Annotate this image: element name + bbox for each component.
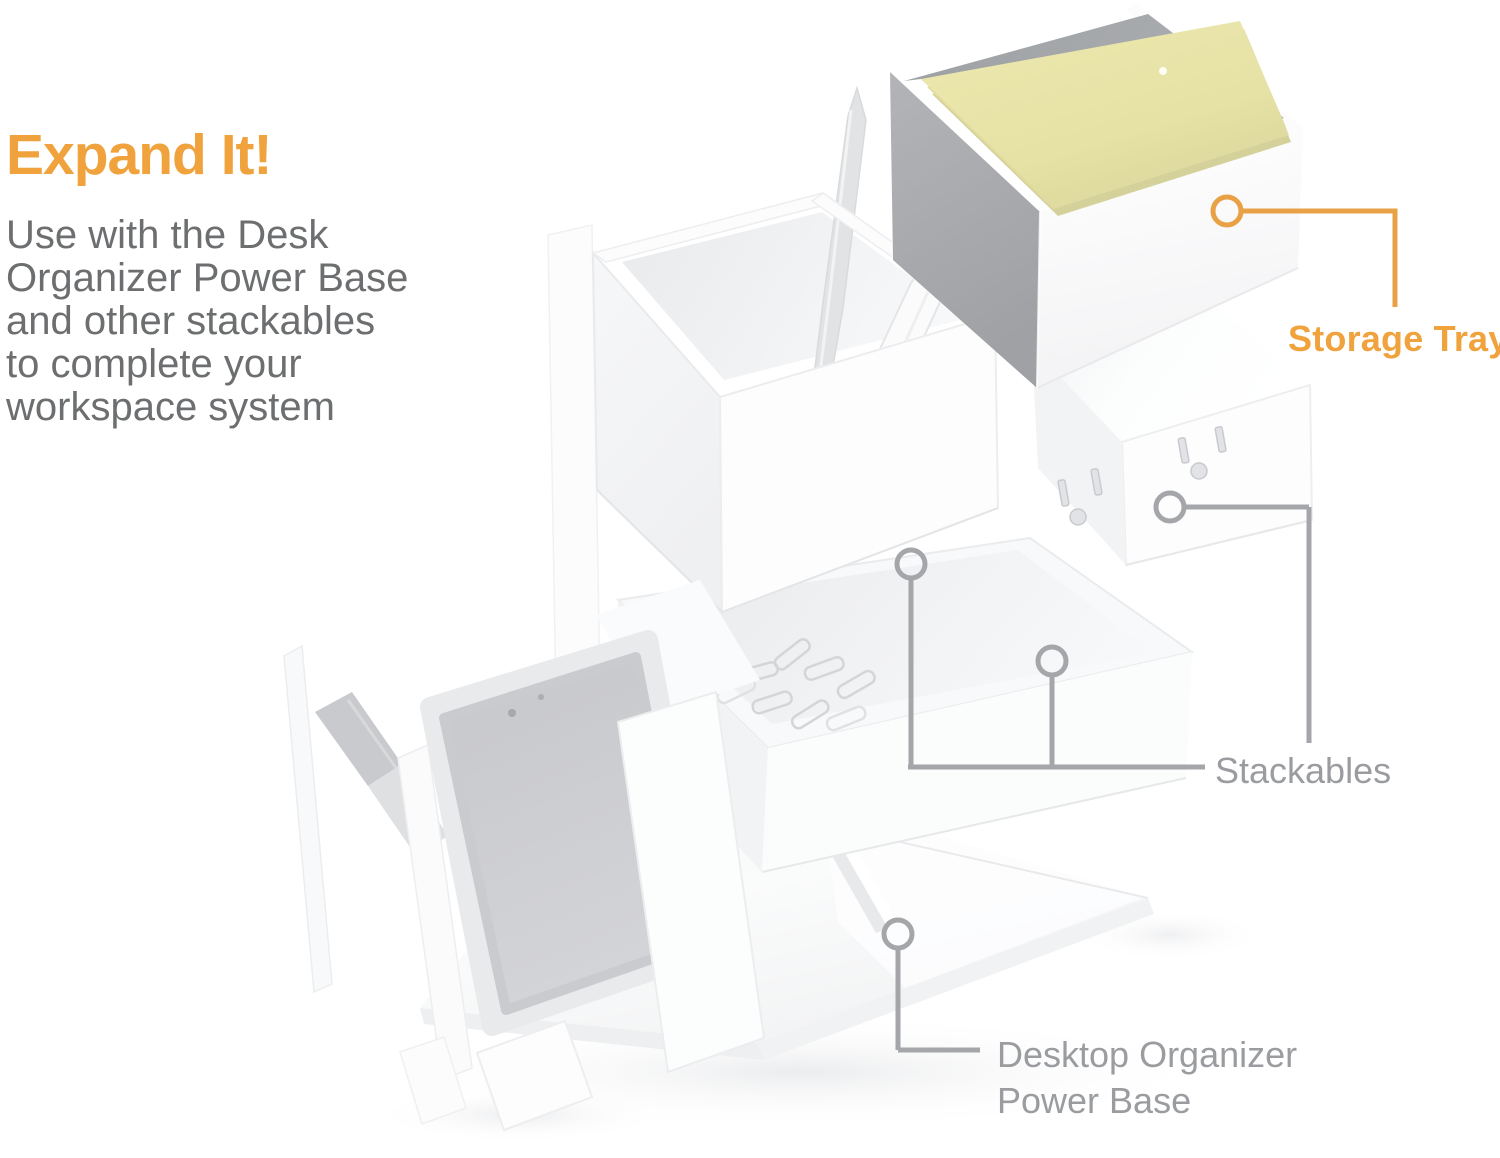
callout-power-base [881,917,980,1053]
power-base-label: Desktop Organizer Power Base [997,1032,1297,1124]
intro-body-line: workspace system [6,384,335,429]
intro-body-line: Organizer Power Base [6,255,409,300]
intro-body-line: and other stackables [6,298,376,343]
phone-camera-icon [508,709,516,717]
intro-body-line: to complete your [6,341,302,386]
intro-body-line: Use with the Desk [6,212,329,257]
intro-body: Use with the Desk Organizer Power Base a… [6,212,476,429]
phone-camera-icon [538,694,544,700]
phone-stand [283,580,766,1132]
intro-text-block: Expand It! Use with the Desk Organizer P… [6,123,476,429]
power-base-label-line1: Desktop Organizer [997,1034,1298,1075]
callout-stackables [894,490,1312,770]
storage-tray-label: Storage Tray [1288,318,1500,359]
stackables-label: Stackables [1215,750,1392,791]
sticky-notes [921,21,1291,216]
white-pen-left-icon [283,644,333,994]
intro-heading: Expand It! [6,123,273,187]
power-base-label-line2: Power Base [997,1080,1192,1121]
storage-tray [888,3,1303,389]
pen-cup [547,85,1000,701]
callout-storage-tray [1210,194,1398,307]
power-outlet-icon [1057,426,1227,526]
